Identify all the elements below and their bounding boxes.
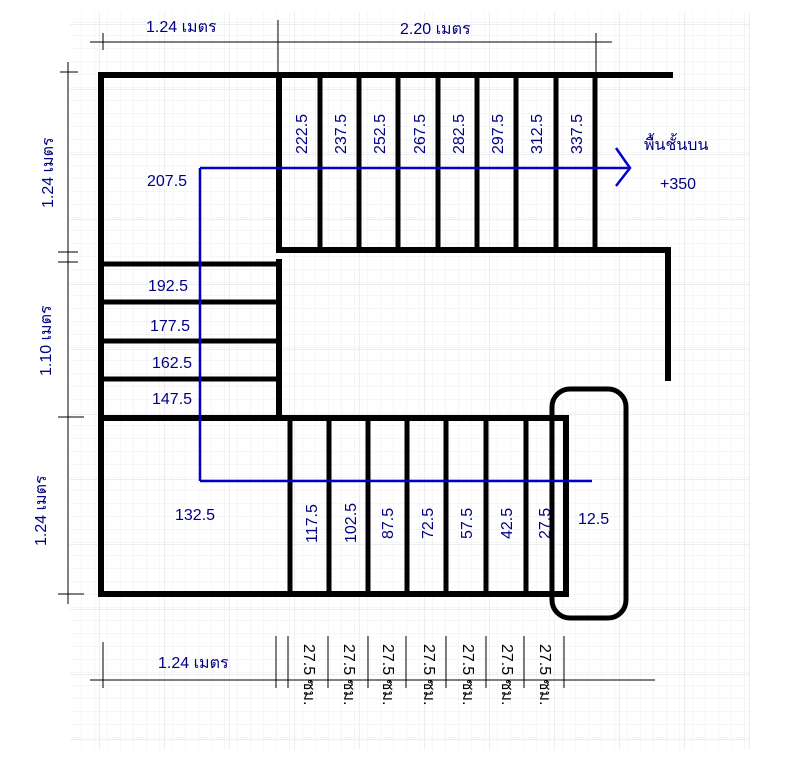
dimension-left-lower: 1.24 เมตร <box>33 475 50 546</box>
stair-structure <box>98 72 673 621</box>
upper-flight-level: 297.5 <box>490 114 507 154</box>
upper-flight-level: 237.5 <box>333 114 350 154</box>
upper-landing-level: 207.5 <box>147 173 187 190</box>
dimension-top-right: 2.20 เมตร <box>400 21 471 38</box>
upper-flight-level: 222.5 <box>294 114 311 154</box>
lower-flight-level: 27.5 <box>537 508 554 539</box>
start-step-level: 12.5 <box>578 511 609 528</box>
lower-flight-level: 72.5 <box>420 508 437 539</box>
lower-flight-level: 102.5 <box>343 503 360 543</box>
upper-flight-level: 282.5 <box>451 114 468 154</box>
tread-width-label: 27.5 ซม. <box>459 644 476 705</box>
dimension-left-middle: 1.10 เมตร <box>38 305 55 376</box>
upper-flight-level: 337.5 <box>569 114 586 154</box>
upper-flight-level: 252.5 <box>372 114 389 154</box>
lower-landing-level: 132.5 <box>175 507 215 524</box>
dimension-left-upper: 1.24 เมตร <box>40 137 57 208</box>
middle-flight-level: 192.5 <box>148 278 188 295</box>
dimension-bottom-left: 1.24 เมตร <box>158 655 229 672</box>
lower-flight-level: 42.5 <box>499 508 516 539</box>
walk-arrow-icon <box>614 147 632 187</box>
walk-line <box>198 147 632 483</box>
start-step <box>549 386 629 621</box>
dimension-lines <box>58 20 655 688</box>
upper-floor-level: +350 <box>660 176 696 193</box>
middle-flight-level: 147.5 <box>152 391 192 408</box>
lower-flight-level: 87.5 <box>380 508 397 539</box>
lower-flight-level: 57.5 <box>459 508 476 539</box>
upper-floor-label: พื้นชั้นบน <box>644 133 708 154</box>
tread-width-label: 27.5 ซม. <box>498 644 515 705</box>
tread-width-label: 27.5 ซม. <box>536 644 553 705</box>
upper-flight-level: 267.5 <box>412 114 429 154</box>
tread-width-label: 27.5 ซม. <box>340 644 357 705</box>
lower-flight-level: 117.5 <box>304 504 321 543</box>
middle-flight-level: 162.5 <box>152 355 192 372</box>
upper-flight-level: 312.5 <box>529 114 546 154</box>
tread-width-label: 27.5 ซม. <box>420 644 437 705</box>
middle-flight-level: 177.5 <box>150 318 190 335</box>
dimension-top-left: 1.24 เมตร <box>146 19 217 36</box>
tread-width-label: 27.5 ซม. <box>300 644 317 705</box>
tread-width-label: 27.5 ซม. <box>379 644 396 705</box>
